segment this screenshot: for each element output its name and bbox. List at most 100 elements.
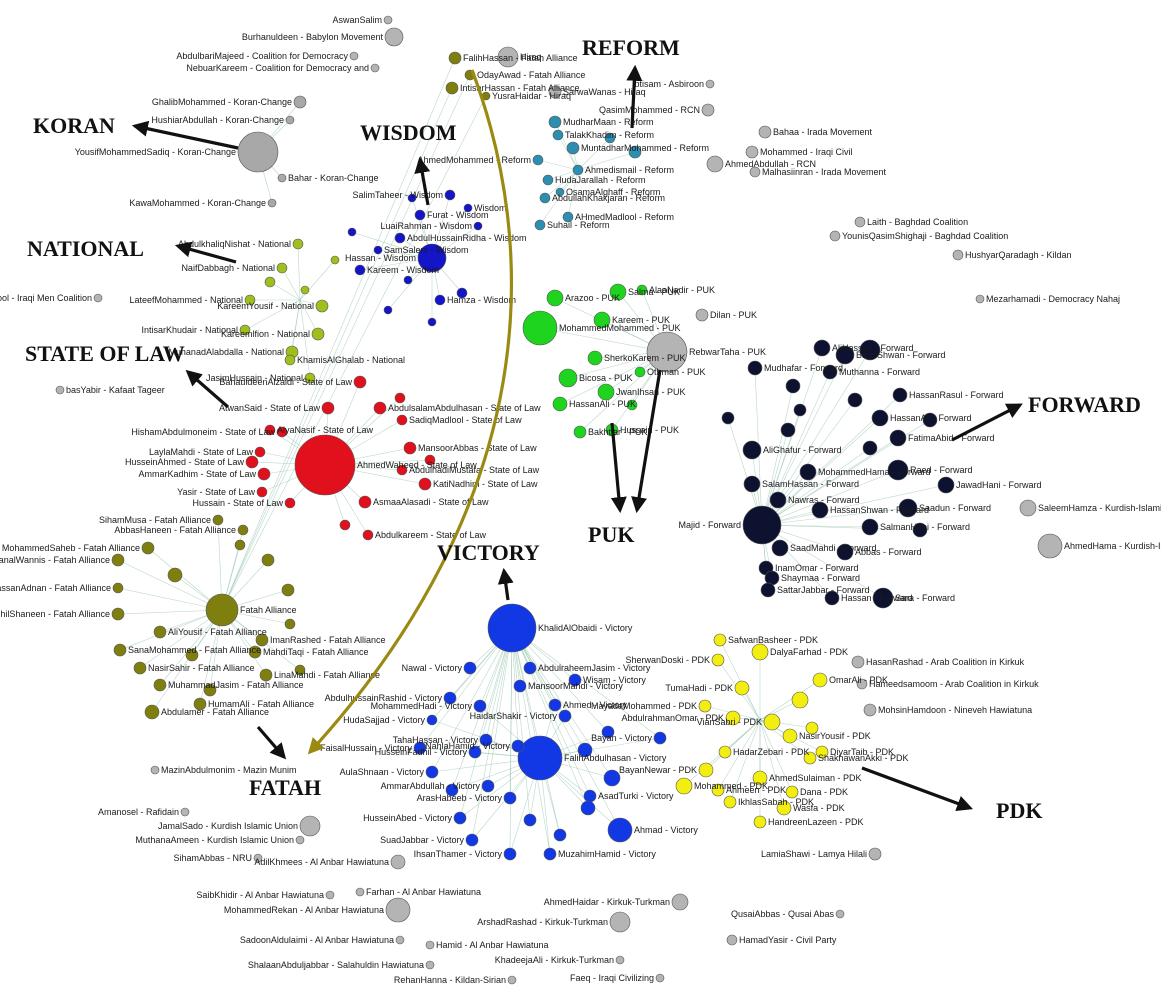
node-label-misc-2: QasimMohammed - RCN	[599, 105, 700, 115]
node-victory-161	[463, 661, 477, 675]
node-other-35	[952, 249, 964, 261]
node-label-misc-24: ShalaanAbduljabbar - Salahuldin Hawiatun…	[248, 960, 424, 970]
node-victory-183	[603, 769, 621, 787]
node-victory-180	[543, 847, 557, 861]
node-puk-121	[552, 396, 568, 412]
node-pdk-202	[718, 745, 732, 759]
node-label-victory-15: AmmarAbdullah - Victory	[381, 781, 481, 791]
node-pdk-199	[815, 745, 829, 759]
edge-reform-26	[577, 137, 611, 171]
node-victory-170	[511, 739, 525, 753]
node-national-55	[276, 262, 288, 274]
node-pdk-200	[803, 751, 817, 765]
node-fatah-104	[284, 618, 296, 630]
node-label-misc-6: AhmedAbdullah - RCN	[725, 159, 816, 169]
node-label-misc-15: JamalSado - Kurdish Islamic Union	[158, 821, 298, 831]
node-other-28	[701, 103, 715, 117]
node-other-222	[425, 940, 435, 950]
node-label-misc-18: AdilKhmees - Al Anbar Hawiatuna	[254, 857, 389, 867]
edge-fatah-13	[221, 95, 487, 611]
node-label-pdk-18: Wasfa - PDK	[793, 803, 845, 813]
node-national-61	[304, 372, 316, 384]
node-label-victory-23: Bayan - Victory	[591, 733, 652, 743]
node-label-pdk-14: Mohammed - PDK	[694, 781, 768, 791]
node-forward-139	[811, 501, 829, 519]
edge-national-57	[244, 299, 301, 331]
node-other-234	[863, 703, 877, 717]
node-other-235	[851, 655, 865, 669]
edge-victory-173	[431, 627, 513, 773]
node-national-54	[292, 238, 304, 250]
node-sol-71	[254, 446, 266, 458]
arrow-to-puk-right	[631, 369, 662, 514]
node-fatah-88	[237, 524, 249, 536]
node-other-227	[835, 909, 845, 919]
node-reform-24	[534, 219, 546, 231]
node-victory-165	[443, 691, 457, 705]
node-label-puk-1: Salma - PUK	[628, 287, 680, 297]
node-forward-135	[887, 459, 909, 481]
node-other-212	[150, 765, 160, 775]
arrow-to-wisdom	[414, 156, 431, 206]
node-puk-124	[626, 399, 638, 411]
arrow-to-koran	[131, 120, 239, 150]
node-victory-181	[607, 817, 633, 843]
node-victory-160	[523, 661, 537, 675]
node-label-fatah-1: SihamMusa - Fatah Alliance	[99, 515, 211, 525]
node-label-reform-4: AhmedMohammed - Reform	[417, 155, 531, 165]
edge-reform-22	[544, 169, 579, 199]
node-other-110	[646, 331, 688, 373]
node-other-220	[385, 897, 411, 923]
node-forward-151	[847, 392, 863, 408]
edge-victory-182	[511, 627, 661, 739]
node-forward-128	[747, 360, 763, 376]
node-label-national-8: JasimHussain - National	[206, 373, 303, 383]
node-victory-163	[568, 673, 582, 687]
node-fatah-100	[248, 645, 262, 659]
node-fatah-96	[153, 678, 167, 692]
node-label-forward-12: SalamHassan - Forward	[762, 479, 859, 489]
node-label-wisdom-2: Wisdom	[474, 203, 507, 213]
node-label-sol-7: AmmarKadhim - State of Law	[138, 469, 256, 479]
node-koran-1	[293, 95, 307, 109]
node-forward-147	[872, 587, 894, 609]
edge-national-59	[299, 299, 319, 335]
node-fatah-89	[141, 541, 155, 555]
arrow-to-forward	[951, 403, 1023, 442]
node-wisdom-47	[434, 294, 446, 306]
node-label-forward-20: Shaymaa - Forward	[781, 573, 860, 583]
edge-victory-171	[419, 627, 513, 749]
node-label-national-7: MuhanadAlabdalla - National	[168, 347, 284, 357]
node-label-forward-11: JawadHani - Forward	[956, 480, 1042, 490]
node-forward-150	[785, 378, 801, 394]
edge-fatah-94	[119, 609, 223, 651]
arrow-to-puk-left	[610, 422, 627, 514]
node-label-pdk-4: OmarAli - PDK	[829, 675, 888, 685]
node-label-koran-3: Bahar - Koran-Change	[288, 173, 379, 183]
node-forward-137	[743, 475, 761, 493]
node-reform-20	[542, 174, 554, 186]
node-forward-138	[769, 491, 787, 509]
node-fatah-97	[144, 704, 160, 720]
node-pdk-191	[751, 643, 769, 661]
node-reform-16	[552, 129, 564, 141]
node-other-6	[383, 15, 393, 25]
node-label-puk-5: Kareem - PUK	[612, 315, 670, 325]
node-label-sol-5: LaylaMahdi - State of Law	[149, 447, 254, 457]
node-national-64	[300, 285, 310, 295]
edge-pdk-193	[759, 679, 821, 721]
node-label-puk-2: Arazoo - PUK	[565, 293, 620, 303]
node-forward-136	[937, 476, 955, 494]
edge-reform-16	[557, 134, 579, 171]
title-reform: REFORM	[582, 35, 680, 60]
node-forward-125	[742, 505, 782, 545]
node-label-fatah-top-3: IntisarHassan - Fatah Alliance	[460, 83, 580, 93]
node-sol-72	[245, 455, 259, 469]
node-label-fatah-top-5: SarwaWanas - Hiraq	[563, 87, 646, 97]
node-puk-122	[573, 425, 587, 439]
edge-fatah-10	[221, 57, 456, 611]
node-fatah-86	[205, 593, 239, 627]
node-forward-156	[721, 411, 735, 425]
node-victory-167	[558, 709, 572, 723]
